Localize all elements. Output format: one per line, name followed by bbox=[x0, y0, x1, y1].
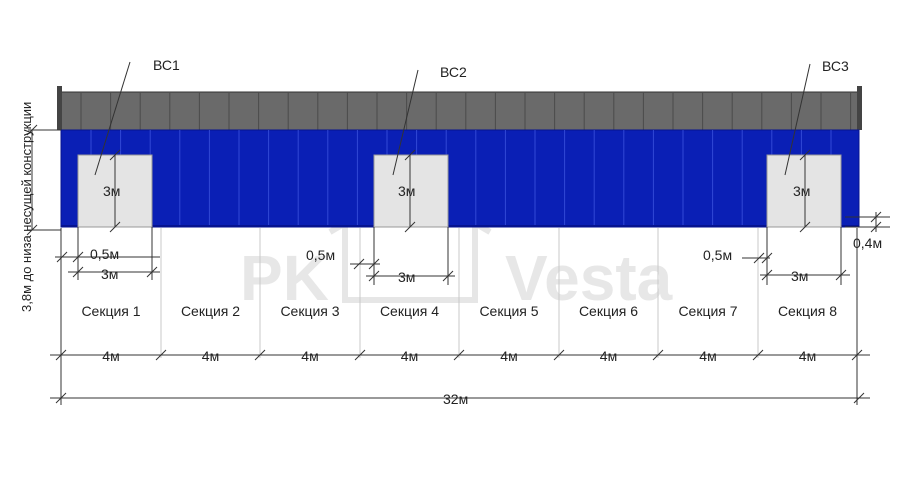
dimension-tick bbox=[851, 349, 863, 361]
dimension-tick bbox=[155, 349, 167, 361]
section-width-label: 4м bbox=[102, 348, 119, 364]
section-width-label: 4м bbox=[401, 348, 418, 364]
section-width-label: 4м bbox=[202, 348, 219, 364]
watermark-text-vesta: Vesta bbox=[505, 242, 673, 314]
total-width-label: 32м bbox=[443, 391, 468, 407]
door-offset-label: 0,5м bbox=[703, 247, 732, 263]
dimension-tick bbox=[254, 349, 266, 361]
section-label: Секция 6 bbox=[579, 303, 638, 319]
door-ВС3: 3м ВС3 bbox=[766, 58, 849, 233]
door-offset-label: 0,5м bbox=[90, 246, 119, 262]
dimension-tick bbox=[453, 349, 465, 361]
section-width-label: 4м bbox=[600, 348, 617, 364]
dimension-tick bbox=[553, 349, 565, 361]
section-label: Секция 3 bbox=[280, 303, 339, 319]
facade-wall bbox=[60, 129, 860, 228]
right-offset-label: 0,4м bbox=[853, 235, 882, 251]
door-panel bbox=[766, 154, 842, 228]
door-dimensions: 0,5м 3м 0,5м 3м 0,5м 3м 0,4м bbox=[55, 211, 890, 285]
door-height-label: 3м bbox=[793, 183, 810, 199]
door-height-label: 3м bbox=[398, 183, 415, 199]
door-width-label: 3м bbox=[791, 268, 808, 284]
door-width-label: 3м bbox=[398, 269, 415, 285]
dimension-tick bbox=[55, 349, 67, 361]
section-label: Секция 1 bbox=[81, 303, 140, 319]
door-tag: ВС3 bbox=[822, 58, 849, 74]
door-width-label: 3м bbox=[101, 266, 118, 282]
section-width-label: 4м bbox=[301, 348, 318, 364]
dimension-tick bbox=[652, 349, 664, 361]
section-label: Секция 2 bbox=[181, 303, 240, 319]
total-dimension: 32м bbox=[50, 391, 870, 407]
watermark-text-pk: PK bbox=[240, 242, 329, 314]
section-label: Секция 7 bbox=[678, 303, 737, 319]
watermark: PK Vesta bbox=[240, 181, 673, 314]
door-ВС1: 3м ВС1 bbox=[77, 57, 180, 233]
section-width-label: 4м bbox=[500, 348, 517, 364]
door-tag: ВС2 bbox=[440, 64, 467, 80]
door-panel bbox=[373, 154, 449, 228]
door-height-label: 3м bbox=[103, 183, 120, 199]
roof bbox=[57, 86, 862, 131]
door-offset-label: 0,5м bbox=[306, 247, 335, 263]
section-label: Секция 5 bbox=[479, 303, 538, 319]
dimension-tick bbox=[354, 349, 366, 361]
section-label: Секция 8 bbox=[778, 303, 837, 319]
height-label: 3,8м до низа несущей конструкции bbox=[19, 102, 34, 312]
door-ВС2: 3м ВС2 bbox=[373, 64, 467, 233]
section-grid bbox=[60, 228, 858, 405]
section-labels: Секция 1 4м Секция 2 4м Секция 3 4м Секция 4 4м… bbox=[50, 303, 870, 364]
section-width-label: 4м bbox=[699, 348, 716, 364]
height-dimension: 3,8м до низа несущей конструкции bbox=[19, 102, 61, 312]
dimension-tick bbox=[752, 349, 764, 361]
door-tag: ВС1 bbox=[153, 57, 180, 73]
section-label: Секция 4 bbox=[380, 303, 439, 319]
section-width-label: 4м bbox=[799, 348, 816, 364]
